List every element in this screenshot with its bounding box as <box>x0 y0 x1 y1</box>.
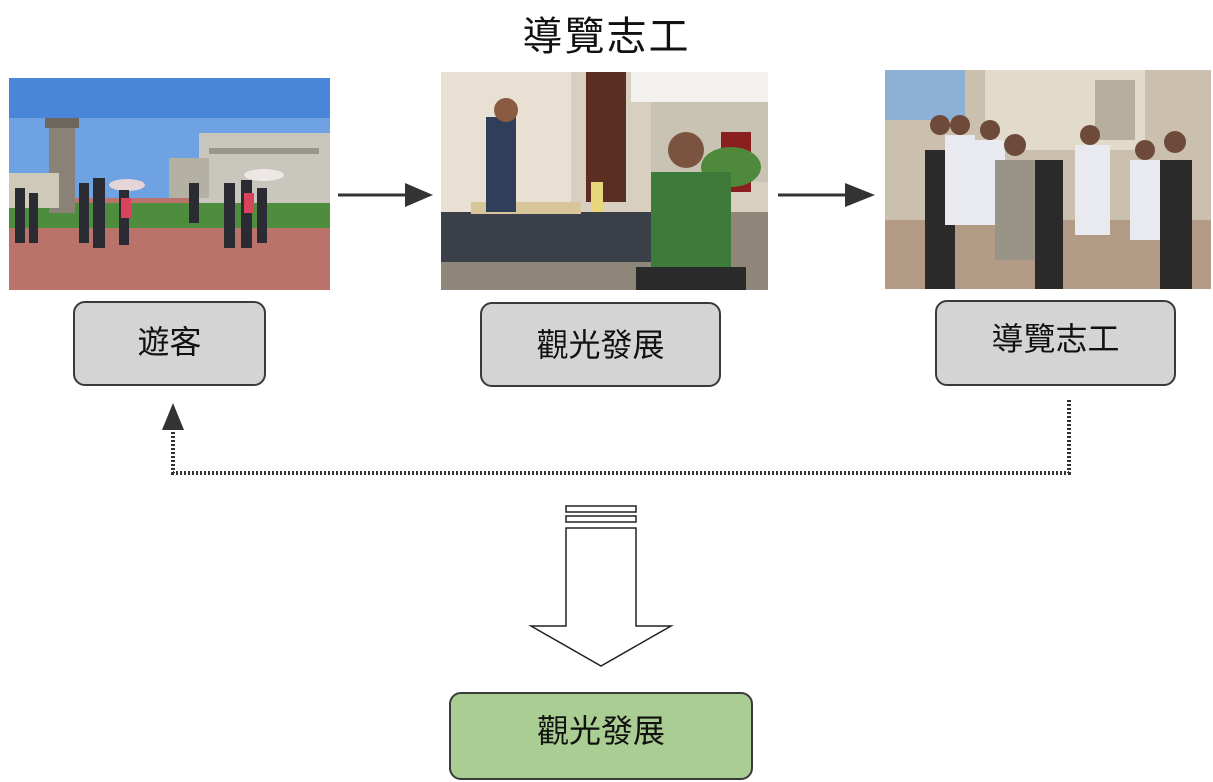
photo-tourists <box>9 78 330 290</box>
feedback-loop-arrow <box>162 400 1071 475</box>
down-arrow <box>528 505 674 667</box>
box-result: 觀光發展 <box>449 692 753 780</box>
box-tourism-label: 觀光發展 <box>536 326 665 364</box>
box-volunteer: 導覽志工 <box>935 300 1176 386</box>
box-result-label: 觀光發展 <box>536 712 665 750</box>
arrow-visitor-to-tourism <box>338 183 433 207</box>
page-title: 導覽志工 <box>522 14 691 60</box>
box-visitor: 遊客 <box>73 301 266 386</box>
photo-tourism-development <box>441 72 768 290</box>
arrow-tourism-to-volunteer <box>778 183 875 207</box>
box-volunteer-label: 導覽志工 <box>991 320 1120 358</box>
box-visitor-label: 遊客 <box>137 323 202 361</box>
box-tourism: 觀光發展 <box>480 302 721 387</box>
photo-volunteer-guides <box>885 70 1211 289</box>
